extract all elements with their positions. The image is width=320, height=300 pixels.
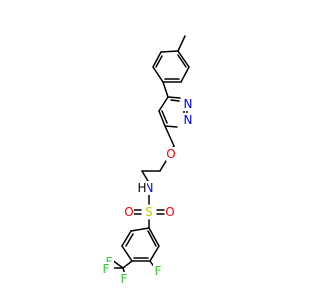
atom-label-s-sulfonyl: S [145,205,153,219]
bond [162,81,169,98]
atom-label-background [165,205,175,219]
bond [167,96,181,99]
atom-label-layer: NNONHSOOFFFF [101,97,193,286]
atom-label-f-cf3-3: F [121,272,128,286]
atom-label-background [183,113,193,127]
atom-label-o-sulfonyl-2: O [165,205,174,219]
atom-label-o-sulfonyl-1: O [124,205,133,219]
atom-label-f-cf3-2: F [103,262,110,276]
bond [121,230,132,247]
bond [177,54,187,68]
atom-label-background [144,181,154,195]
bond [158,96,169,112]
bond [149,245,160,262]
bond [177,50,190,68]
atom-label-h-sulfonamide: H [137,181,146,195]
atom-label-n-pyridazine-2: N [184,113,193,127]
bond [164,125,178,128]
atom-label-o-ether: O [166,147,175,161]
atom-label-background [124,205,134,219]
structure-diagram: NNONHSOOFFFF [0,0,300,300]
atom-label-background [183,97,193,111]
bond [121,245,133,262]
atom-label-n-sulfonamide: N [145,181,154,195]
bond [164,125,175,147]
atom-label-n-pyridazine-1: N [184,97,193,111]
atom-label-background [137,181,147,195]
atom-label-background [119,272,129,286]
atom-label-background [166,147,176,161]
bond [130,227,150,232]
bond [125,233,134,247]
bond-layer [110,35,190,276]
bond [148,227,160,247]
bond [152,66,164,83]
bond [177,35,186,52]
atom-label-background [101,262,111,276]
bond [147,230,157,247]
bond [122,260,133,269]
bond [170,99,180,102]
bond [180,66,190,83]
bond [152,51,162,68]
bond [155,55,163,68]
atom-label-background [153,264,163,278]
background [0,0,300,300]
bond [158,110,166,127]
bond [161,110,168,124]
atom-label-background [144,205,154,219]
bond [160,50,179,53]
atom-label-f-aryl: F [155,264,162,278]
molecule-canvas: NNONHSOOFFFF [0,0,300,300]
